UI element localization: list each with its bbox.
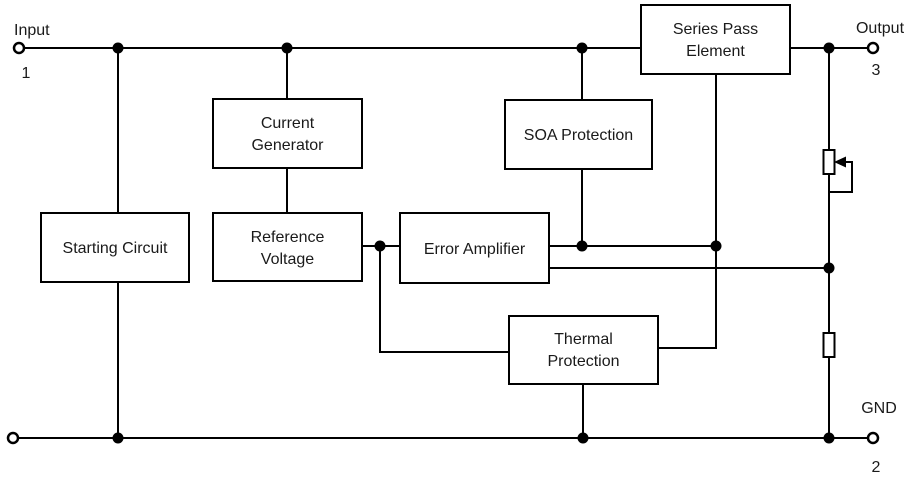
output-label: Output	[856, 20, 905, 37]
wire-series-pass-to-thermal	[658, 74, 717, 349]
block-outline	[212, 98, 363, 169]
terminal-circle-icon	[6, 431, 20, 445]
block-label: SOA Protection	[524, 127, 633, 144]
block-outline	[640, 4, 791, 75]
terminal-circle-icon	[866, 41, 880, 55]
block-label: Voltage	[261, 251, 314, 268]
block-label: Current	[261, 115, 315, 132]
junction-dot	[281, 42, 293, 54]
block-label: Error Amplifier	[424, 241, 526, 258]
junction-dot	[374, 240, 386, 252]
block-reference-voltage: Reference Voltage	[212, 212, 363, 282]
block-soa-protection: SOA Protection	[504, 99, 653, 170]
junction-dot	[112, 42, 124, 54]
junction-dot	[576, 240, 588, 252]
wiper-arrow-icon	[834, 156, 846, 168]
input-label: Input	[14, 22, 50, 39]
block-starting-circuit: Starting Circuit	[40, 212, 190, 283]
junction-dot	[823, 432, 835, 444]
resistor-symbol	[822, 332, 836, 358]
block-label: Element	[686, 43, 745, 60]
block-outline	[399, 212, 550, 284]
junction-dot	[576, 42, 588, 54]
bottom-rail-terminal	[6, 431, 20, 445]
terminal-circle-icon	[866, 431, 880, 445]
block-error-amplifier: Error Amplifier	[399, 212, 550, 284]
gnd-pin-number: 2	[872, 459, 881, 476]
output-pin-number: 3	[872, 62, 881, 79]
junction-dot	[710, 240, 722, 252]
input-terminal: Input 1	[12, 22, 50, 82]
block-outline	[508, 315, 659, 385]
junction-dot	[577, 432, 589, 444]
block-outline	[40, 212, 190, 283]
block-outline	[504, 99, 653, 170]
block-label: Protection	[547, 353, 619, 370]
block-series-pass-element: Series Pass Element	[640, 4, 791, 75]
junction-dot	[823, 42, 835, 54]
block-label: Generator	[251, 137, 324, 154]
wire-reference-tap-to-thermal	[379, 246, 509, 353]
wire-pot-wiper	[829, 161, 853, 193]
input-pin-number: 1	[22, 65, 31, 82]
junction-dot	[112, 432, 124, 444]
block-current-generator: Current Generator	[212, 98, 363, 169]
output-terminal: Output 3	[856, 20, 905, 79]
block-outline	[212, 212, 363, 282]
block-label: Series Pass	[673, 21, 758, 38]
block-label: Reference	[251, 229, 325, 246]
junction-dot	[823, 262, 835, 274]
potentiometer-symbol	[822, 149, 836, 175]
block-label: Starting Circuit	[63, 240, 168, 257]
terminal-circle-icon	[12, 41, 26, 55]
block-label: Thermal	[554, 331, 613, 348]
gnd-label: GND	[861, 400, 897, 417]
block-thermal-protection: Thermal Protection	[508, 315, 659, 385]
gnd-terminal: GND 2	[861, 400, 897, 476]
